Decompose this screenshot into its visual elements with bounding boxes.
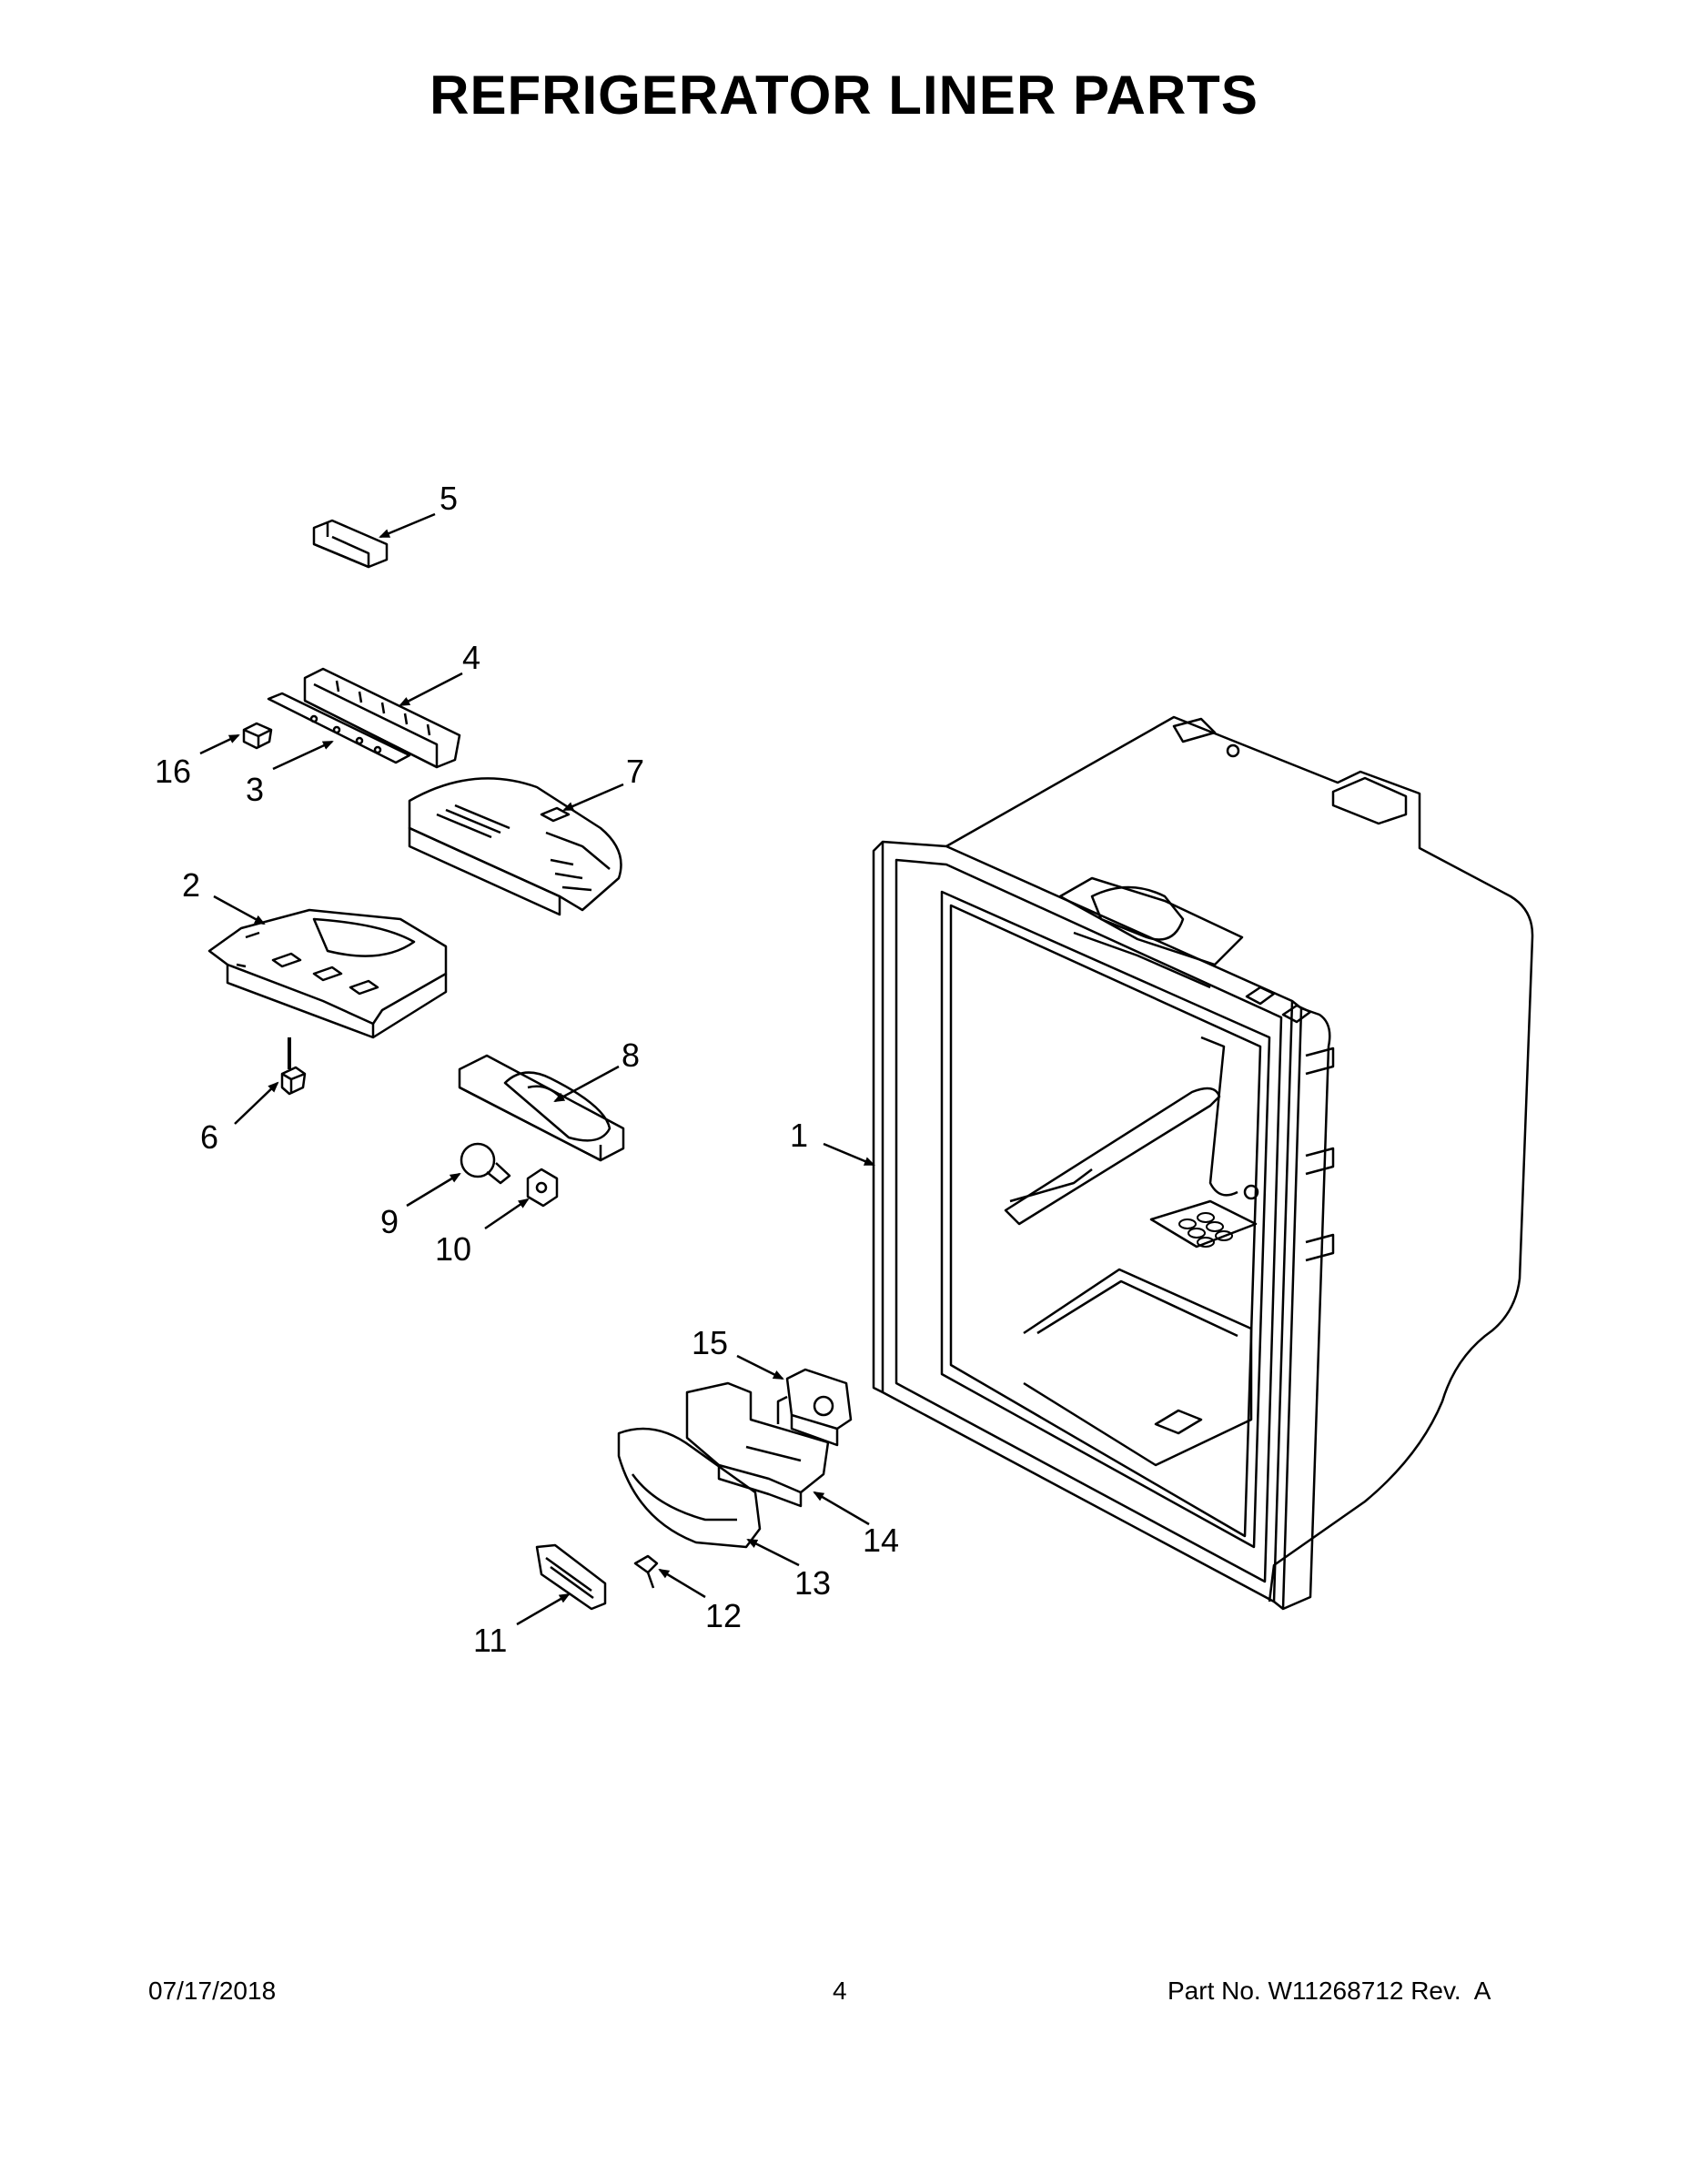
leader-11 bbox=[516, 1592, 571, 1626]
callout-4: 4 bbox=[462, 639, 480, 676]
callout-11: 11 bbox=[473, 1622, 507, 1659]
part-14 bbox=[685, 1381, 830, 1508]
footer-part-number: Part No. W11268712 Rev. A bbox=[1167, 1977, 1491, 2006]
leader-1 bbox=[823, 1142, 875, 1167]
leader-7 bbox=[562, 783, 624, 812]
revision: Rev. A bbox=[1410, 1977, 1491, 2005]
callout-13: 13 bbox=[794, 1564, 831, 1602]
leader-5 bbox=[379, 512, 436, 539]
leader-3 bbox=[272, 740, 334, 771]
part-2 bbox=[207, 908, 448, 1039]
leader-15 bbox=[736, 1354, 784, 1380]
part-13 bbox=[617, 1427, 762, 1549]
callout-10: 10 bbox=[435, 1230, 471, 1268]
leader-14 bbox=[813, 1491, 870, 1526]
part-3 bbox=[267, 692, 411, 764]
leader-4 bbox=[399, 672, 463, 707]
callout-1: 1 bbox=[790, 1117, 808, 1154]
part-liner bbox=[872, 715, 1534, 1611]
leader-9 bbox=[406, 1172, 461, 1208]
leader-8 bbox=[553, 1065, 620, 1103]
leader-12 bbox=[658, 1568, 706, 1599]
callout-14: 14 bbox=[863, 1522, 899, 1559]
callout-6: 6 bbox=[200, 1118, 218, 1156]
part-6 bbox=[280, 1037, 307, 1096]
callout-9: 9 bbox=[380, 1203, 399, 1240]
part-4 bbox=[303, 667, 461, 769]
part-11 bbox=[535, 1543, 607, 1611]
part-5 bbox=[312, 519, 389, 569]
part-9 bbox=[460, 1142, 511, 1185]
leader-10 bbox=[484, 1198, 530, 1230]
part-number: W11268712 bbox=[1268, 1977, 1404, 2005]
callout-15: 15 bbox=[692, 1324, 728, 1361]
part-8 bbox=[458, 1054, 625, 1162]
part-10 bbox=[526, 1168, 559, 1208]
part-12 bbox=[633, 1554, 659, 1589]
callout-12: 12 bbox=[705, 1597, 742, 1634]
callout-7: 7 bbox=[626, 753, 644, 790]
page-title: REFRIGERATOR LINER PARTS bbox=[430, 65, 1258, 126]
callout-5: 5 bbox=[440, 480, 458, 517]
part-prefix: Part No. bbox=[1167, 1977, 1261, 2005]
leader-13 bbox=[746, 1538, 800, 1567]
leader-16 bbox=[199, 733, 240, 755]
callout-8: 8 bbox=[622, 1036, 640, 1074]
callout-3: 3 bbox=[246, 771, 264, 808]
footer-date: 07/17/2018 bbox=[148, 1977, 277, 2005]
leader-6 bbox=[234, 1081, 279, 1125]
callout-16: 16 bbox=[155, 753, 191, 790]
footer-page-number: 4 bbox=[833, 1977, 847, 2005]
leader-2 bbox=[213, 895, 266, 925]
part-16 bbox=[242, 722, 273, 750]
callout-2: 2 bbox=[182, 866, 200, 904]
part-15 bbox=[776, 1368, 853, 1447]
part-7 bbox=[408, 777, 622, 916]
